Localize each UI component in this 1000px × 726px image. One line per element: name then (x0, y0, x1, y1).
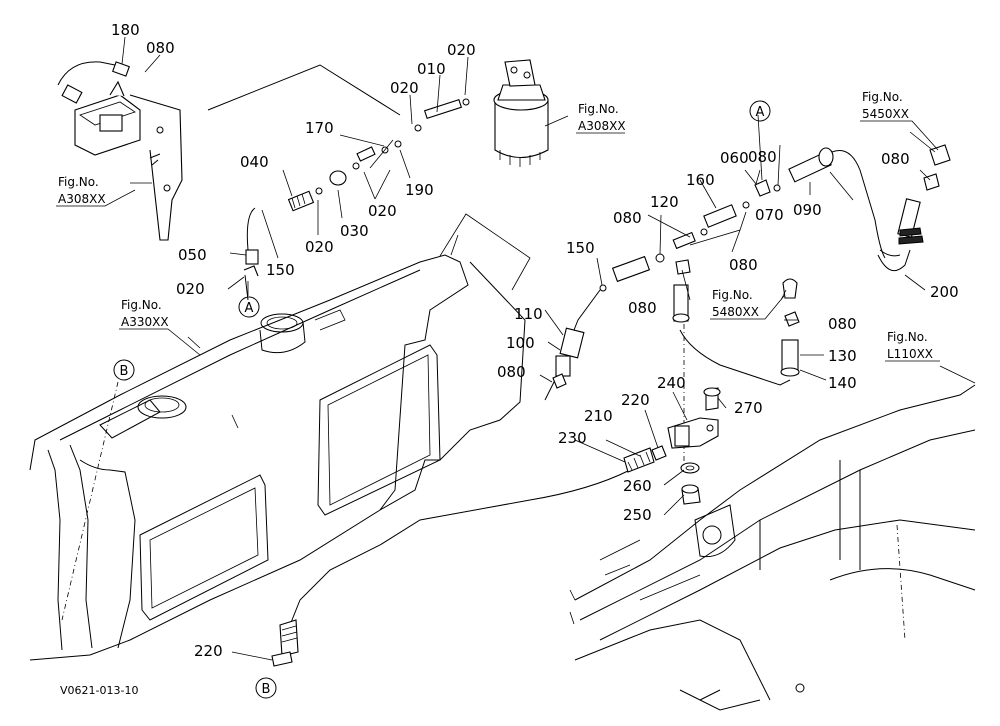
label-210: 210 (584, 407, 613, 425)
label-020-lower: 020 (305, 238, 334, 256)
fig-ref-prefix-tank: Fig.No. (121, 298, 162, 312)
upper-line-parts (243, 98, 470, 277)
fig-ref-a330: A330XX (121, 315, 169, 329)
fuel-hoses (57, 61, 886, 626)
hood-leader-box (439, 213, 531, 291)
fig-ref-prefix-filter: Fig.No. (578, 102, 619, 116)
label-020-filter: 020 (447, 41, 476, 59)
label-230: 230 (558, 429, 587, 447)
fuel-pump-bracket (61, 61, 183, 241)
label-020-left: 020 (176, 280, 205, 298)
drain-fittings (271, 387, 721, 667)
label-130: 130 (828, 347, 857, 365)
label-180: 180 (111, 21, 140, 39)
marker-b-tank: B (113, 359, 135, 381)
label-150-left: 150 (266, 261, 295, 279)
label-050: 050 (178, 246, 207, 264)
label-270: 270 (734, 399, 763, 417)
label-240: 240 (657, 374, 686, 392)
label-080-far-right: 080 (881, 150, 910, 168)
svg-text:B: B (262, 682, 271, 697)
label-080-mid: 080 (613, 209, 642, 227)
label-090: 090 (793, 201, 822, 219)
label-010: 010 (417, 60, 446, 78)
fig-ref-prefix-5450: Fig.No. (862, 90, 903, 104)
fig-ref-5450: 5450XX (862, 107, 909, 121)
fig-ref-prefix-l110: Fig.No. (887, 330, 928, 344)
fig-ref-prefix-pump: Fig.No. (58, 175, 99, 189)
label-260: 260 (623, 477, 652, 495)
fuel-tank-outline (29, 254, 526, 661)
fig-ref-l110: L110XX (887, 347, 933, 361)
label-170: 170 (305, 119, 334, 137)
svg-text:A: A (245, 301, 254, 316)
label-080-right-mid: 080 (729, 256, 758, 274)
label-080-right-lower: 080 (828, 315, 857, 333)
fig-ref-a308-pump: A308XX (58, 192, 106, 206)
label-220-lower: 220 (194, 642, 223, 660)
label-080-right-top: 080 (748, 148, 777, 166)
marker-a-left: A (238, 296, 260, 318)
label-220-upper: 220 (621, 391, 650, 409)
frame-outline (569, 384, 976, 711)
part-number-labels: 180 080 020 010 020 170 190 020 030 020 … (111, 21, 959, 660)
label-040: 040 (240, 153, 269, 171)
label-140: 140 (828, 374, 857, 392)
label-190: 190 (405, 181, 434, 199)
label-100: 100 (506, 334, 535, 352)
label-160: 160 (686, 171, 715, 189)
center-lines (61, 170, 906, 641)
fig-ref-a308-filter: A308XX (578, 119, 626, 133)
connection-markers: A A B B (113, 100, 771, 699)
label-110: 110 (514, 305, 543, 323)
fig-ref-prefix-5480: Fig.No. (712, 288, 753, 302)
label-200: 200 (930, 283, 959, 301)
label-080-center: 080 (628, 299, 657, 317)
drawing-code: V0621-013-10 (60, 684, 138, 697)
label-070: 070 (755, 206, 784, 224)
svg-text:A: A (756, 105, 765, 120)
right-line-parts (552, 147, 834, 389)
svg-text:B: B (120, 364, 129, 379)
label-020-upper: 020 (390, 79, 419, 97)
label-080-lower-left: 080 (497, 363, 526, 381)
drain-valve-assembly (877, 144, 951, 272)
label-030: 030 (340, 222, 369, 240)
label-150-right: 150 (566, 239, 595, 257)
label-060: 060 (720, 149, 749, 167)
leader-lines (121, 36, 976, 661)
label-250: 250 (623, 506, 652, 524)
label-120: 120 (650, 193, 679, 211)
marker-a-right: A (749, 100, 771, 122)
label-020-mid: 020 (368, 202, 397, 220)
fuel-filter (493, 59, 549, 167)
figure-references: Fig.No. A308XX Fig.No. A308XX Fig.No. A3… (56, 90, 940, 362)
marker-b-bottom: B (255, 677, 277, 699)
fig-ref-5480: 5480XX (712, 305, 759, 319)
label-080-top-left: 080 (146, 39, 175, 57)
